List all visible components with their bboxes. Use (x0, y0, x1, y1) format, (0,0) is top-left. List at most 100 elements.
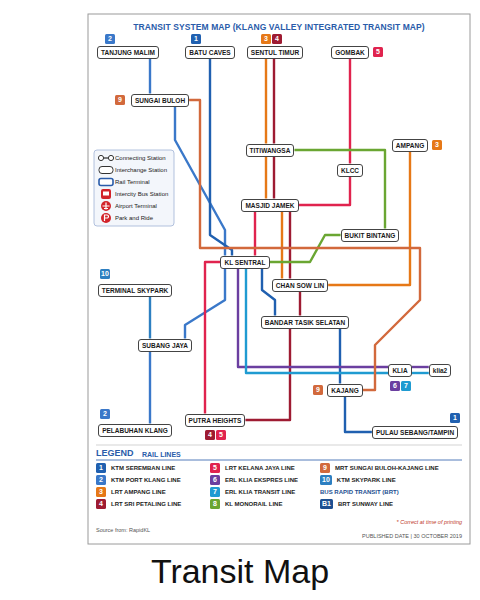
line-number: 5 (212, 463, 218, 473)
legend-text: Rail Terminal (115, 179, 150, 185)
legend-text: Park and Ride (115, 215, 153, 221)
legend-swatch: B1 (320, 499, 333, 509)
rail-line (273, 157, 275, 199)
line-number: 9 (322, 463, 328, 473)
station-name: KLIA (392, 366, 407, 375)
station-box: SUBANG JAYA (138, 339, 192, 352)
rail-line (328, 152, 410, 286)
rail-line (262, 269, 275, 316)
rail-line (294, 150, 385, 229)
rail-line (265, 59, 267, 144)
park-and-ride-icon (101, 213, 111, 223)
legend-swatch: 1 (96, 463, 106, 473)
legend-text: Interchange Station (115, 167, 167, 173)
line-number: 8 (212, 499, 218, 509)
figure-caption: Transit Map (151, 552, 329, 591)
station-name: SUBANG JAYA (142, 341, 188, 350)
rail-line (412, 372, 429, 374)
legend-swatch: 3 (96, 487, 106, 497)
line-number-badge: 1 (191, 34, 201, 44)
legend-swatch: 6 (210, 475, 220, 485)
line-number-badge: 3 (432, 140, 442, 150)
rail-line (149, 297, 151, 339)
legend-text: BRT SUNWAY LINE (338, 501, 393, 507)
station-name: SUNGAI BULOH (135, 96, 185, 105)
legend-entry: 10KTM SKYPARK LINE (320, 475, 396, 485)
legend-entry: 1 KTM SEREMBAN LINE (96, 463, 175, 473)
legend-entry: Connecting Station (115, 155, 166, 161)
station-name: KLCC (341, 166, 359, 175)
station-box: KL SENTRAL (220, 256, 269, 269)
station-name: TERMINAL SKYPARK (102, 286, 169, 295)
legend-subheading: RAIL LINES (142, 451, 181, 458)
station-box: klia2 (429, 364, 451, 377)
symbol-legend-panel (94, 150, 174, 226)
line-number-badge: 10 (100, 269, 111, 279)
legend-entry: Park and Ride (115, 215, 153, 221)
rail-terminal-icon (99, 179, 113, 186)
legend-text: KTM SEREMBAN LINE (111, 465, 175, 471)
bus-station-icon (101, 189, 111, 199)
rail-line (189, 100, 420, 390)
legend-entry: 5 LRT KELANA JAYA LINE (210, 463, 295, 473)
printing-note: * Correct at time of printing (397, 519, 462, 525)
line-number: B1 (322, 499, 331, 509)
legend-swatch: 9 (320, 463, 330, 473)
legend-text: MRT SUNGAI BULOH-KAJANG LINE (335, 465, 439, 471)
rail-line (246, 269, 388, 374)
rail-line (412, 366, 429, 368)
station-name: MASJID JAMEK (245, 201, 294, 210)
legend-entry: Rail Terminal (115, 179, 150, 185)
line-number-badge: 2 (100, 409, 110, 419)
line-number-badge: 6 (390, 381, 400, 391)
published-date: PUBLISHED DATE | 30 OCTOBER 2019 (362, 533, 462, 539)
legend-swatch: 8 (210, 499, 220, 509)
legend-text: LRT SRI PETALING LINE (111, 501, 181, 507)
poster-frame (88, 14, 470, 544)
legend-text: LRT AMPANG LINE (111, 489, 166, 495)
station-box: KLCC (337, 164, 363, 177)
rail-line (245, 329, 290, 421)
station-box: KLIA (388, 364, 411, 377)
legend-entry: 3 LRT AMPANG LINE (96, 487, 166, 497)
station-name: klia2 (433, 366, 447, 375)
rail-line (205, 262, 220, 414)
legend-entry: Interchange Station (115, 167, 167, 173)
station-name: TITIWANGSA (250, 146, 291, 155)
source-note: Source from: RapidKL (96, 527, 150, 533)
legend-entry: 7ERL KLIA TRANSIT LINE (210, 487, 295, 497)
line-number: 6 (212, 475, 218, 485)
station-box: CHAN SOW LIN (272, 279, 328, 292)
legend-text: Intercity Bus Station (115, 191, 168, 197)
legend-swatch: 2 (96, 475, 106, 485)
legend-swatch: 5 (210, 463, 220, 473)
station-name: GOMBAK (335, 48, 365, 57)
station-name: KL SENTRAL (224, 258, 265, 267)
line-number-badge: 5 (373, 47, 383, 57)
station-name: PELABUHAN KLANG (102, 426, 168, 435)
station-box: PULAU SEBANG/TAMPIN (372, 426, 458, 439)
legend-group-heading: BUS RAPID TRANSIT (BRT) (320, 489, 399, 495)
legend-entry: Intercity Bus Station (115, 191, 168, 197)
line-number: 1 (98, 463, 104, 473)
rail-line (281, 212, 283, 279)
station-box: PUTRA HEIGHTS (185, 414, 246, 427)
connecting-station-icon (98, 155, 113, 160)
line-number-badge: 5 (216, 430, 226, 440)
line-number: 3 (98, 487, 104, 497)
rail-line (345, 397, 372, 433)
station-box: AMPANG (392, 139, 428, 152)
station-box: GOMBAK (331, 46, 369, 59)
legend-top-rule (96, 445, 462, 446)
rail-line (349, 59, 351, 164)
station-name: SENTUL TIMUR (251, 48, 299, 57)
legend-text: ERL KLIA EKSPRES LINE (225, 477, 298, 483)
station-box: MASJID JAMEK (241, 199, 298, 212)
legend-text: LRT KELANA JAYA LINE (225, 465, 295, 471)
legend-text: KTM SKYPARK LINE (337, 477, 396, 483)
legend-rule (96, 460, 462, 461)
legend-swatch: 7 (210, 487, 220, 497)
rail-line (339, 329, 341, 384)
rail-line (238, 269, 388, 368)
